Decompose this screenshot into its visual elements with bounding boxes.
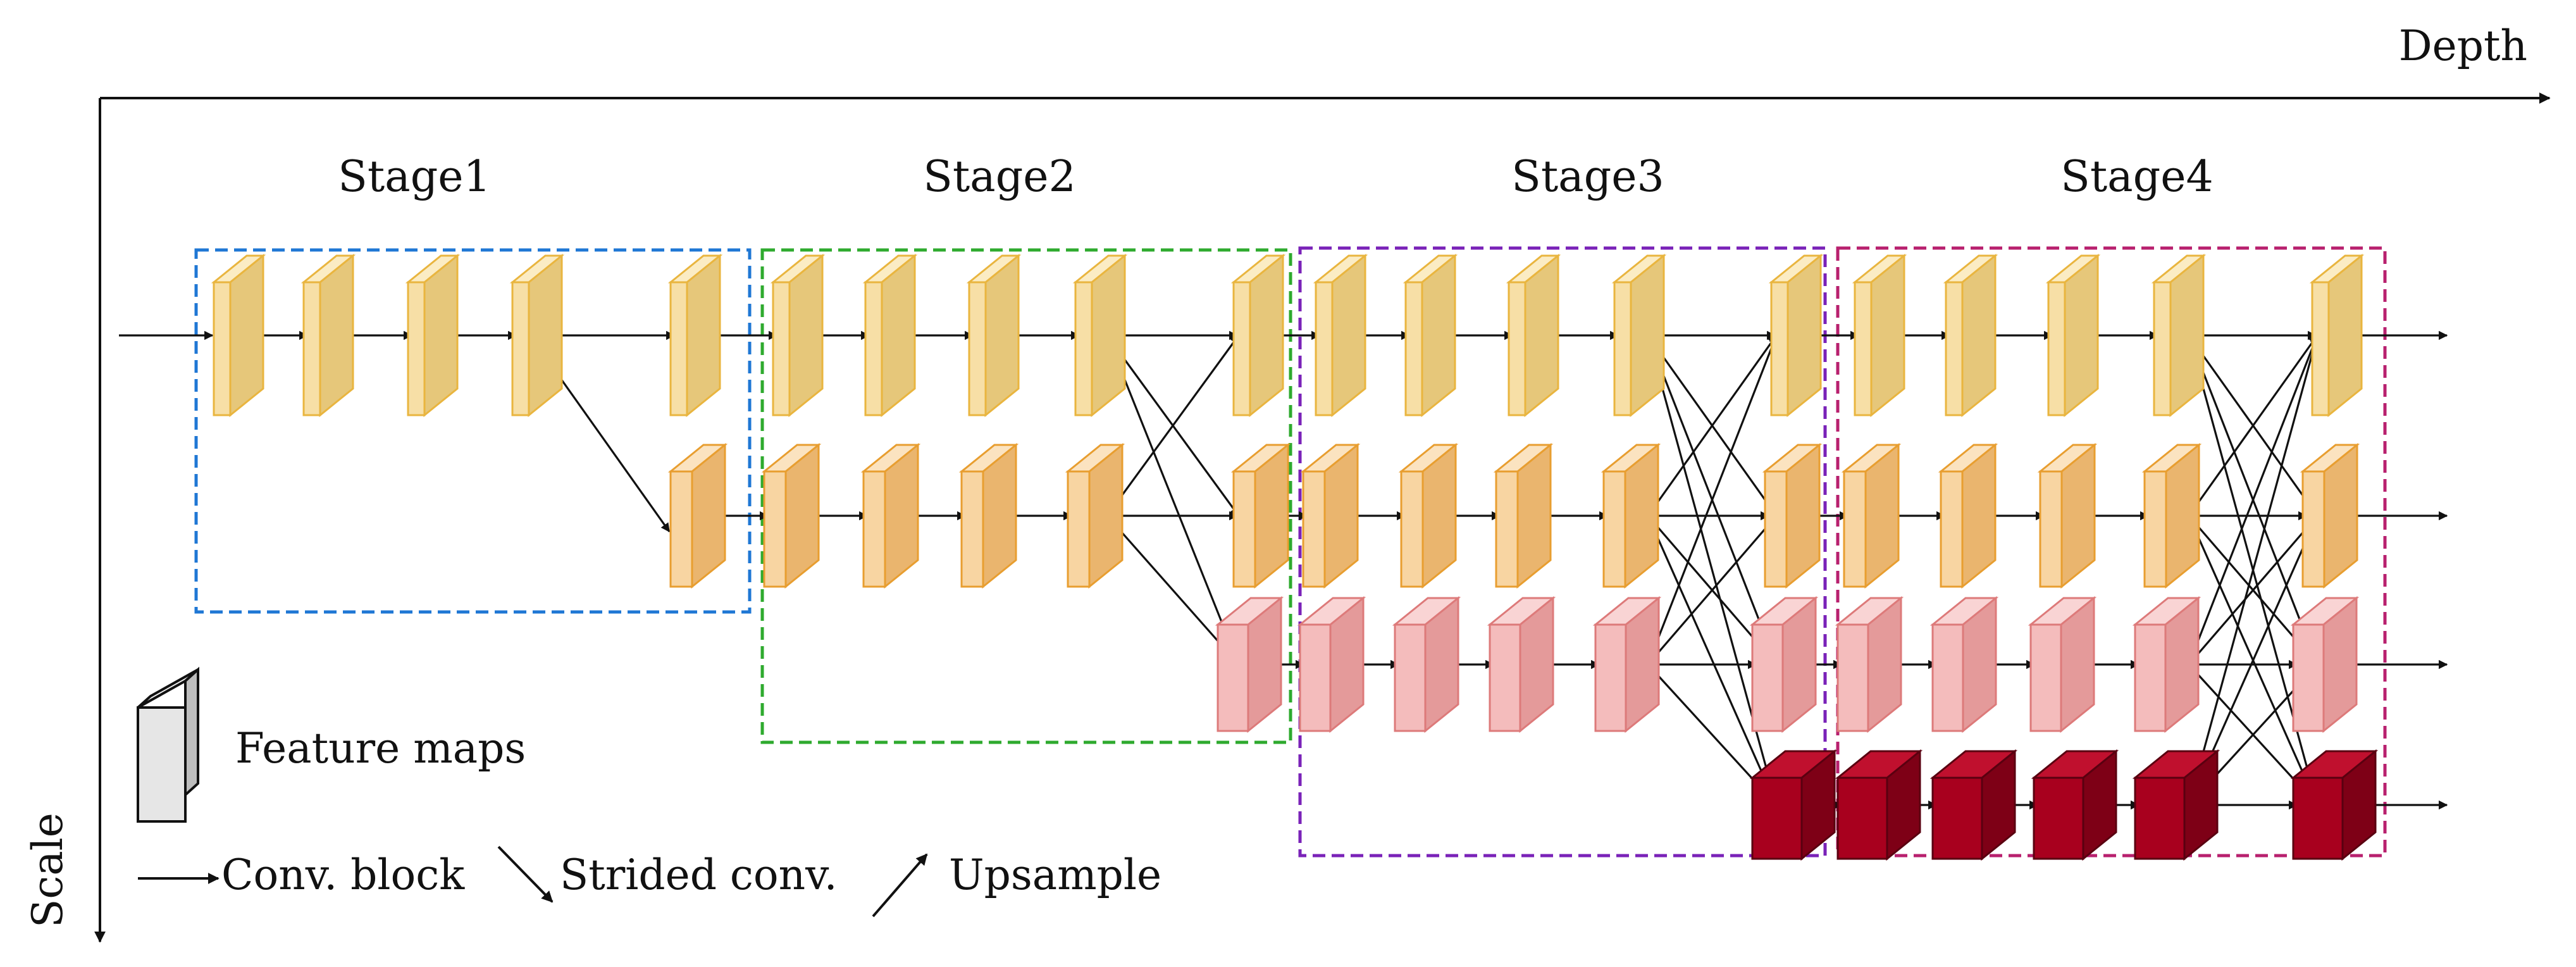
feature-map-block <box>2290 749 2379 861</box>
upsample-arrow <box>2188 515 2319 666</box>
feature-map-legend-icon <box>137 666 199 823</box>
feature-map-block <box>1392 596 1461 733</box>
feature-map-block <box>1762 442 1823 589</box>
feature-map-block <box>1493 442 1554 589</box>
feature-map-block <box>667 442 728 589</box>
feature-map-block <box>1072 253 1128 418</box>
feature-map-block <box>1065 442 1125 589</box>
feature-map-block <box>862 253 918 418</box>
axes: Depth Scale <box>23 22 2551 943</box>
feature-map-block <box>770 253 826 418</box>
feature-map-block <box>1313 253 1368 418</box>
feature-map-block <box>211 253 266 418</box>
feature-map-block <box>1601 442 1661 589</box>
strided-conv-legend-label: Strided conv. <box>560 851 838 899</box>
feature-map-block <box>2290 596 2360 733</box>
feature-map-block <box>2151 253 2207 418</box>
feature-map-block <box>1506 253 1561 418</box>
feature-map-block <box>1768 253 1824 418</box>
feature-map-block <box>667 253 723 418</box>
stage-boxes <box>194 246 2387 858</box>
feature-map-block <box>1835 749 1923 861</box>
stage3-box <box>1298 246 1827 858</box>
feature-map-block <box>2037 442 2098 589</box>
feature-map-block <box>1835 596 1904 733</box>
feature-map-block <box>1929 749 2018 861</box>
feature-map-block <box>1943 253 1998 418</box>
stage2-title: Stage2 <box>923 152 1076 202</box>
upsample-arrow <box>2188 334 2320 806</box>
strided-conv-arrow <box>1647 515 1778 806</box>
scale-axis-label: Scale <box>23 813 72 928</box>
feature-map-block <box>1852 253 1907 418</box>
feature-map-block <box>1592 596 1662 733</box>
upsample-legend-label: Upsample <box>949 851 1161 899</box>
feature-map-block <box>1938 442 1998 589</box>
feature-map-blocks <box>211 253 2379 861</box>
feature-map-block <box>966 253 1022 418</box>
feature-map-block <box>761 442 822 589</box>
feature-map-block <box>2141 442 2202 589</box>
feature-map-block <box>2309 253 2365 418</box>
feature-map-block <box>405 253 461 418</box>
legend: Feature maps Conv. block Strided conv. U… <box>137 666 1161 918</box>
feature-map-block <box>1749 596 1819 733</box>
feature-map-block <box>2132 749 2220 861</box>
stage-titles: Stage1 Stage2 Stage3 Stage4 <box>338 152 2214 202</box>
feature-maps-legend-label: Feature maps <box>235 724 526 773</box>
stage1-box <box>194 248 752 614</box>
conv-block-legend-label: Conv. block <box>221 851 465 899</box>
feature-map-block <box>860 442 921 589</box>
strided-conv-arrow <box>1106 335 1240 666</box>
feature-map-block <box>1403 253 1458 418</box>
feature-map-block <box>2031 749 2119 861</box>
feature-map-block <box>2028 596 2097 733</box>
depth-axis-label: Depth <box>2399 22 2527 70</box>
upsample-arrow <box>1647 334 1778 665</box>
upsample-arrow <box>1106 334 1240 516</box>
stage1-title: Stage1 <box>338 152 491 202</box>
upsample-arrow <box>2188 334 2319 665</box>
upsample-arrow <box>1647 334 1778 516</box>
strided-conv-legend-arrow <box>497 845 554 903</box>
stage4-title: Stage4 <box>2060 152 2214 202</box>
strided-conv-arrow <box>1106 515 1240 666</box>
feature-map-block <box>1611 253 1667 418</box>
feature-map-block <box>1749 749 1838 861</box>
feature-map-block <box>1215 596 1284 733</box>
feature-map-block <box>300 253 356 418</box>
upsample-arrow <box>2188 334 2319 516</box>
feature-map-block <box>509 253 565 418</box>
feature-map-block <box>2132 596 2201 733</box>
feature-map-block <box>1230 253 1286 418</box>
stage2-box <box>760 248 1292 744</box>
feature-map-block <box>1230 442 1291 589</box>
stage3-title: Stage3 <box>1511 152 1664 202</box>
feature-map-block <box>958 442 1019 589</box>
feature-map-block <box>1297 596 1366 733</box>
feature-map-block <box>2045 253 2101 418</box>
upsample-arrow <box>1647 515 1778 666</box>
feature-map-block <box>1487 596 1556 733</box>
feature-map-block <box>1300 442 1361 589</box>
upsample-legend-arrow <box>872 853 928 918</box>
feature-map-block <box>2300 442 2360 589</box>
feature-map-block <box>1398 442 1459 589</box>
stage4-box <box>1836 246 2387 858</box>
feature-map-block <box>1929 596 1999 733</box>
feature-map-block <box>1841 442 1902 589</box>
